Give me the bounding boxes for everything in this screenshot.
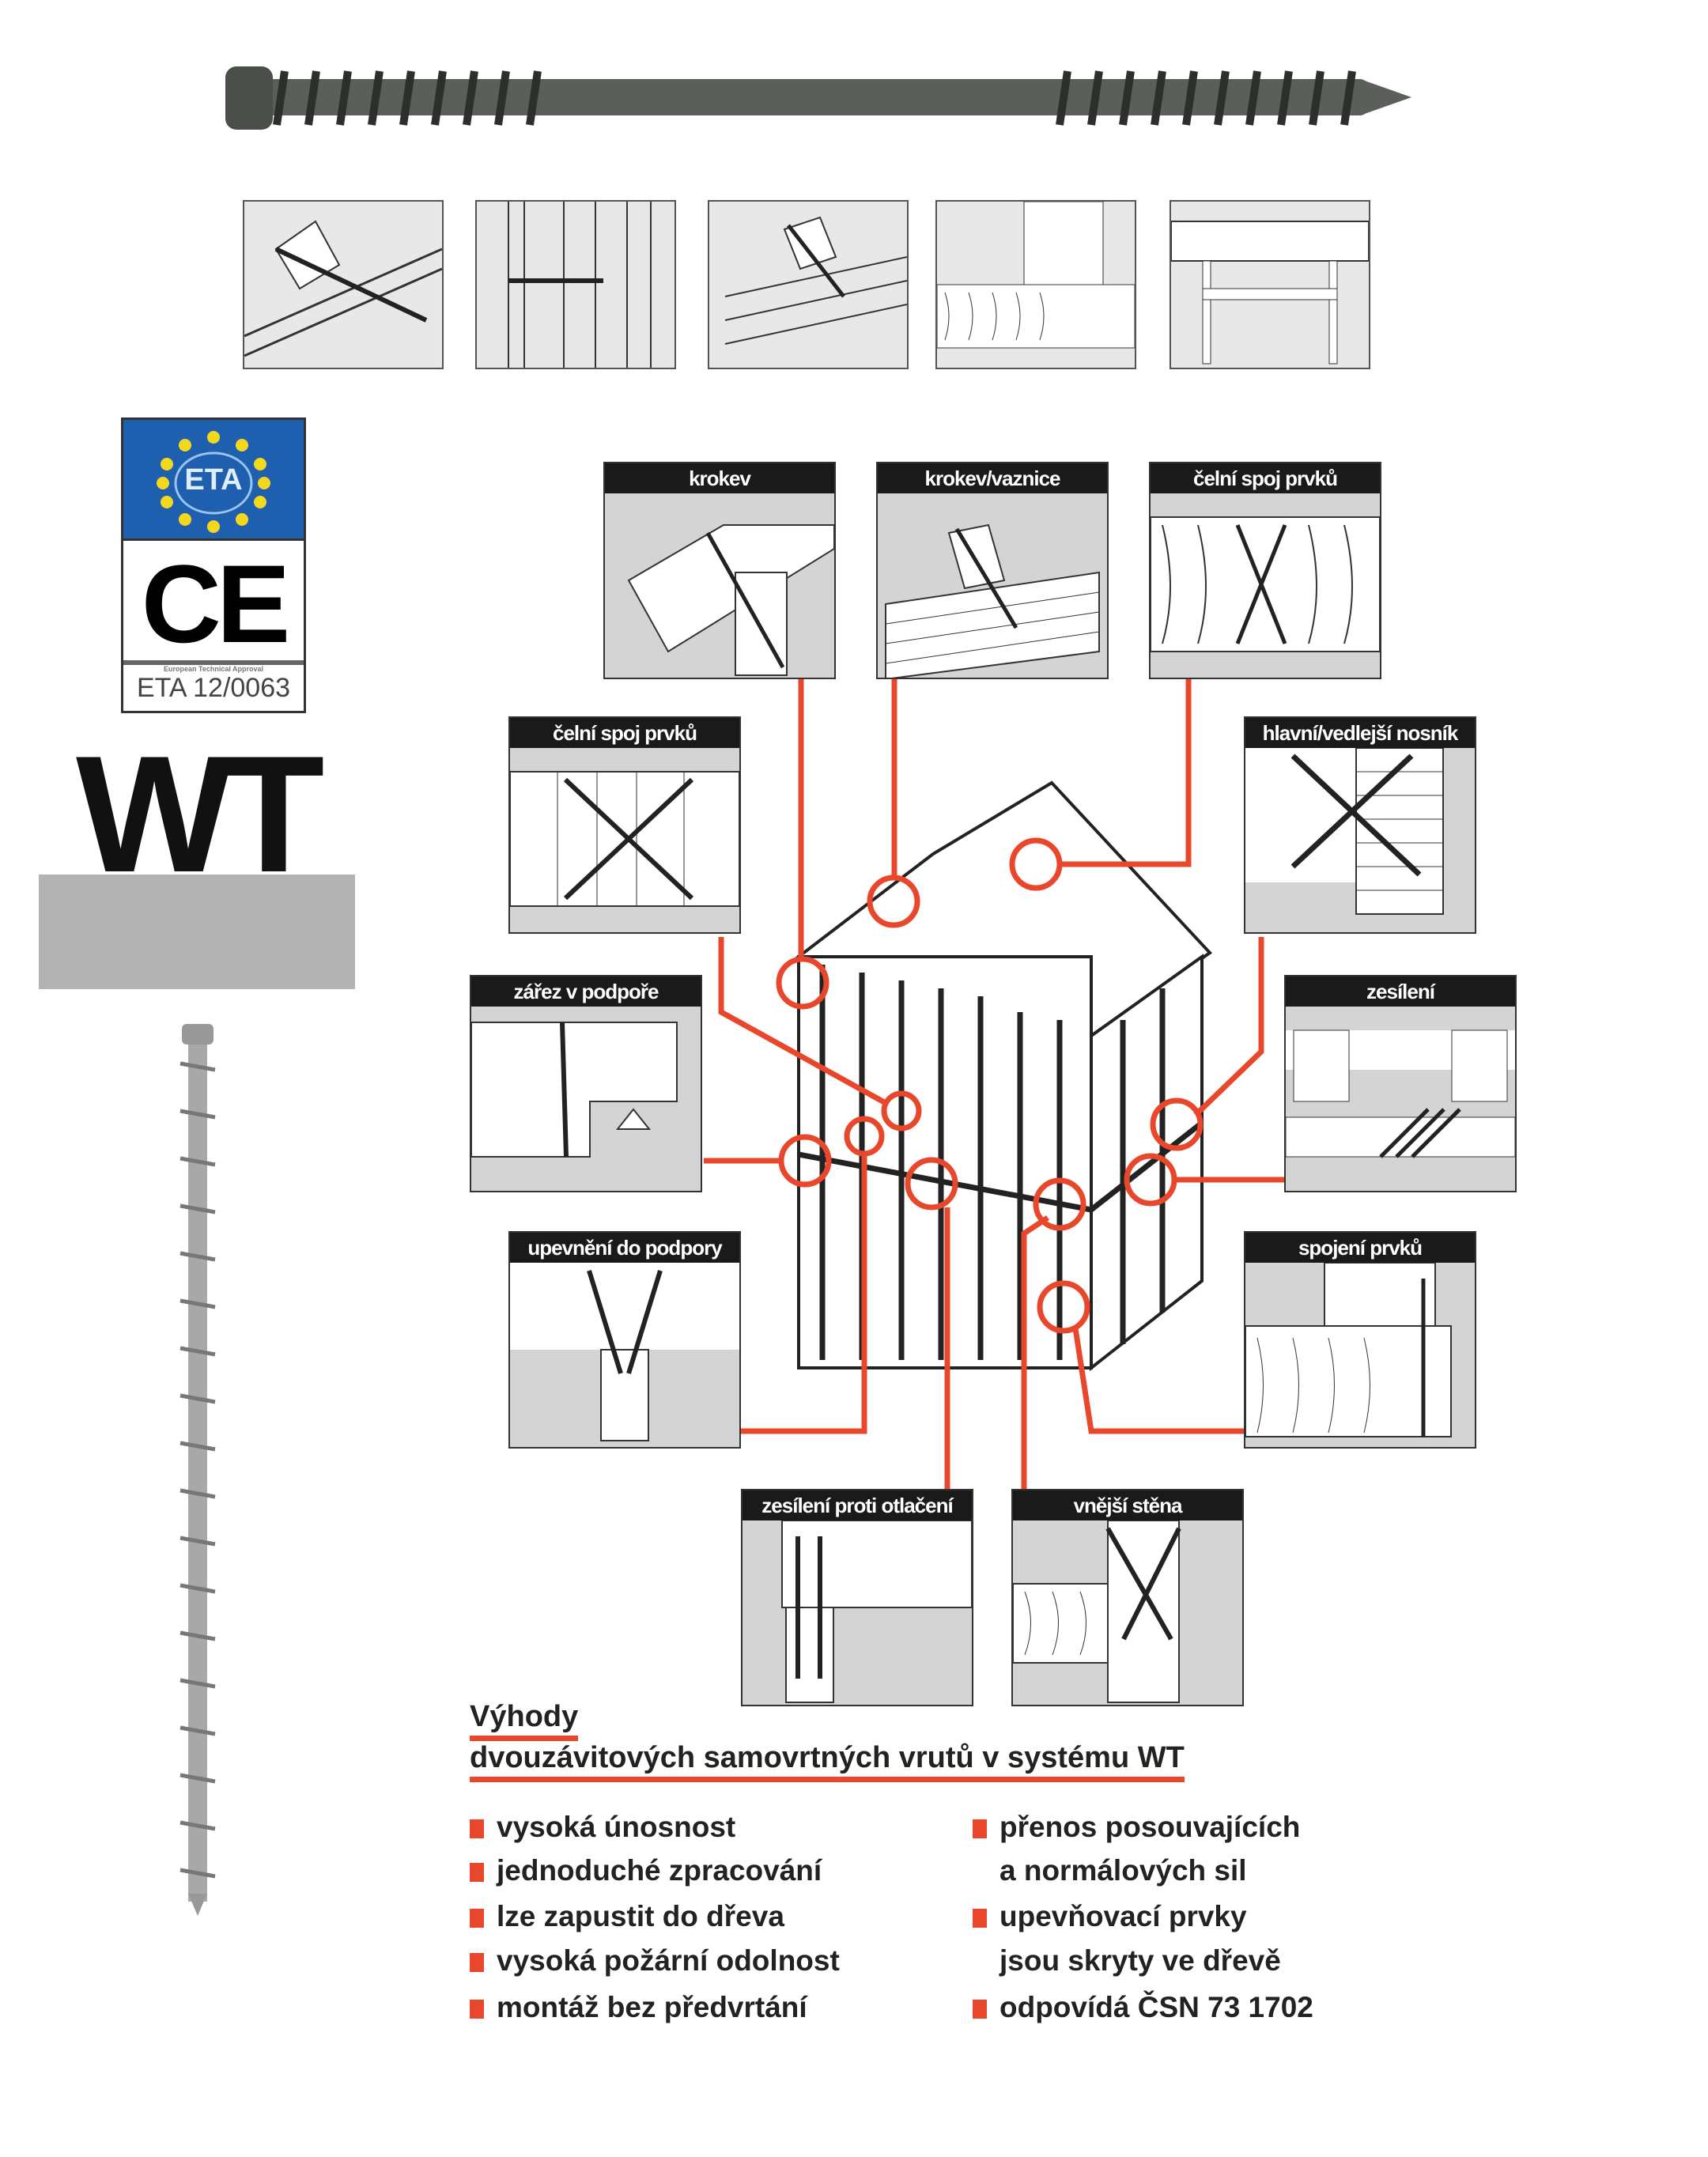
- detail-reinforcement: zesílení: [1284, 975, 1517, 1192]
- bullet-icon: [470, 1953, 484, 1972]
- detail-butt-joint: čelní spoj prvků: [508, 716, 741, 934]
- benefit-item: montáž bez předvrtání: [470, 1991, 807, 2024]
- detail-notch-support: zářez v podpoře: [470, 975, 702, 1192]
- benefit-text: odpovídá ČSN 73 1702: [999, 1991, 1313, 2023]
- detail-rafter-purlin: krokev/vaznice: [876, 462, 1109, 679]
- bullet-icon: [973, 2000, 987, 2019]
- detail-label: vnější stěna: [1013, 1490, 1242, 1520]
- approval-caption: European Technical Approval: [163, 665, 264, 673]
- benefit-item: vysoká požární odolnost: [470, 1944, 840, 1978]
- benefit-text: lze zapustit do dřeva: [497, 1900, 784, 1932]
- benefit-item-continued: jsou skryty ve dřevě: [973, 1944, 1281, 1978]
- bullet-icon: [470, 1863, 484, 1882]
- detail-element-connection: spojení prvků: [1244, 1231, 1476, 1449]
- detail-rafter: krokev: [603, 462, 836, 679]
- benefit-text: jsou skryty ve dřevě: [999, 1944, 1281, 1977]
- application-thumbnail-rafter: [243, 200, 444, 369]
- detail-label: zesílení proti otlačení: [743, 1490, 972, 1520]
- benefit-item: upevňovací prvky: [973, 1900, 1247, 1933]
- benefit-text: vysoká únosnost: [497, 1811, 736, 1843]
- application-thumbnail-insulation: [935, 200, 1136, 369]
- application-thumbnail-purlin: [708, 200, 909, 369]
- detail-label: hlavní/vedlejší nosník: [1245, 718, 1475, 748]
- eta-logo: ETA: [123, 420, 304, 538]
- detail-label: upevnění do podpory: [510, 1233, 739, 1263]
- detail-label: krokev/vaznice: [878, 463, 1107, 493]
- bullet-icon: [470, 1909, 484, 1928]
- detail-butt-joint-top: čelní spoj prvků: [1149, 462, 1381, 679]
- detail-label: zesílení: [1286, 977, 1515, 1007]
- benefit-item: jednoduché zpracování: [470, 1854, 822, 1887]
- ce-mark: CE: [123, 538, 304, 666]
- detail-label: čelní spoj prvků: [510, 718, 739, 748]
- benefit-item: lze zapustit do dřeva: [470, 1900, 784, 1933]
- bullet-icon: [973, 1819, 987, 1838]
- eta-logo-text: ETA: [184, 463, 243, 497]
- detail-label: krokev: [605, 463, 834, 493]
- screw-vertical-image: [179, 1024, 216, 1916]
- benefit-text: upevňovací prvky: [999, 1900, 1247, 1932]
- product-name: WT: [76, 721, 325, 907]
- detail-label: spojení prvků: [1245, 1233, 1475, 1263]
- benefit-item-continued: a normálových sil: [973, 1854, 1247, 1887]
- bullet-icon: [470, 2000, 484, 2019]
- eta-ce-certification-badge: ETA CE European Technical Approval ETA 1…: [121, 417, 306, 713]
- application-thumbnail-wall: [475, 200, 676, 369]
- application-thumbnail-beam: [1170, 200, 1370, 369]
- bullet-icon: [973, 1909, 987, 1928]
- screw-horizontal-image: [225, 66, 1411, 130]
- benefits-subheading: dvouzávitových samovrtných vrutů v systé…: [470, 1741, 1185, 1782]
- detail-main-secondary-beam: hlavní/vedlejší nosník: [1244, 716, 1476, 934]
- benefit-text: vysoká požární odolnost: [497, 1944, 840, 1977]
- benefit-text: přenos posouvajících: [999, 1811, 1301, 1843]
- benefit-text: montáž bez předvrtání: [497, 1991, 807, 2023]
- approval-number: ETA 12/0063: [136, 673, 291, 703]
- benefit-item: odpovídá ČSN 73 1702: [973, 1991, 1313, 2024]
- benefit-item: vysoká únosnost: [470, 1811, 735, 1844]
- detail-label: čelní spoj prvků: [1151, 463, 1380, 493]
- detail-label: zářez v podpoře: [471, 977, 701, 1007]
- detail-exterior-wall: vnější stěna: [1011, 1489, 1244, 1706]
- bullet-icon: [470, 1819, 484, 1838]
- benefits-heading: Výhody: [470, 1700, 579, 1741]
- detail-compression-reinforcement: zesílení proti otlačení: [741, 1489, 973, 1706]
- benefit-text: a normálových sil: [999, 1854, 1247, 1887]
- benefit-text: jednoduché zpracování: [497, 1854, 822, 1887]
- detail-fastening-to-support: upevnění do podpory: [508, 1231, 741, 1449]
- product-name-underlay: [39, 875, 355, 989]
- benefit-item: přenos posouvajících: [973, 1811, 1300, 1844]
